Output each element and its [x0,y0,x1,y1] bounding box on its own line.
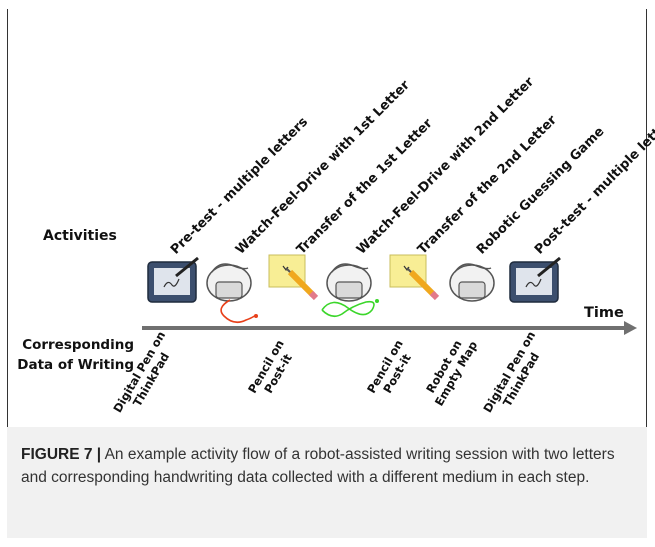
data-heading-text: Corresponding Data of Writing [17,337,134,373]
data-label-robot-map: Robot on Empty Map [419,330,481,410]
post-it-pencil-icon [389,254,440,301]
activities-heading: Activities [43,228,117,244]
caption-box: FIGURE 7 | An example activity flow of a… [7,427,647,538]
haptic-robot-icon [321,263,379,318]
haptic-robot-icon [449,263,495,302]
time-arrow [142,321,637,335]
icons-and-timeline [142,254,637,335]
figure-number: FIGURE 7 | [21,446,102,463]
post-it-pencil-icon [268,254,319,301]
data-label-pencil-second: Pencil on Post-it [361,333,420,408]
activity-flow-diagram: Pre-test - multiple letters Watch-Feel-D… [14,75,655,422]
caption-text: An example activity flow of a robot-assi… [21,446,615,486]
data-heading: Corresponding Data of Writing [14,335,134,375]
figure-caption: FIGURE 7 | An example activity flow of a… [21,443,635,489]
tablet-icon [509,256,561,303]
tablet-icon [147,256,199,303]
figure-frame [7,9,647,538]
data-label-digital-pen-post: Digital Pen on ThinkPad [480,329,549,422]
data-label-pencil-first: Pencil on Post-it [242,333,301,408]
haptic-robot-icon [206,263,258,324]
time-label: Time [584,305,624,321]
